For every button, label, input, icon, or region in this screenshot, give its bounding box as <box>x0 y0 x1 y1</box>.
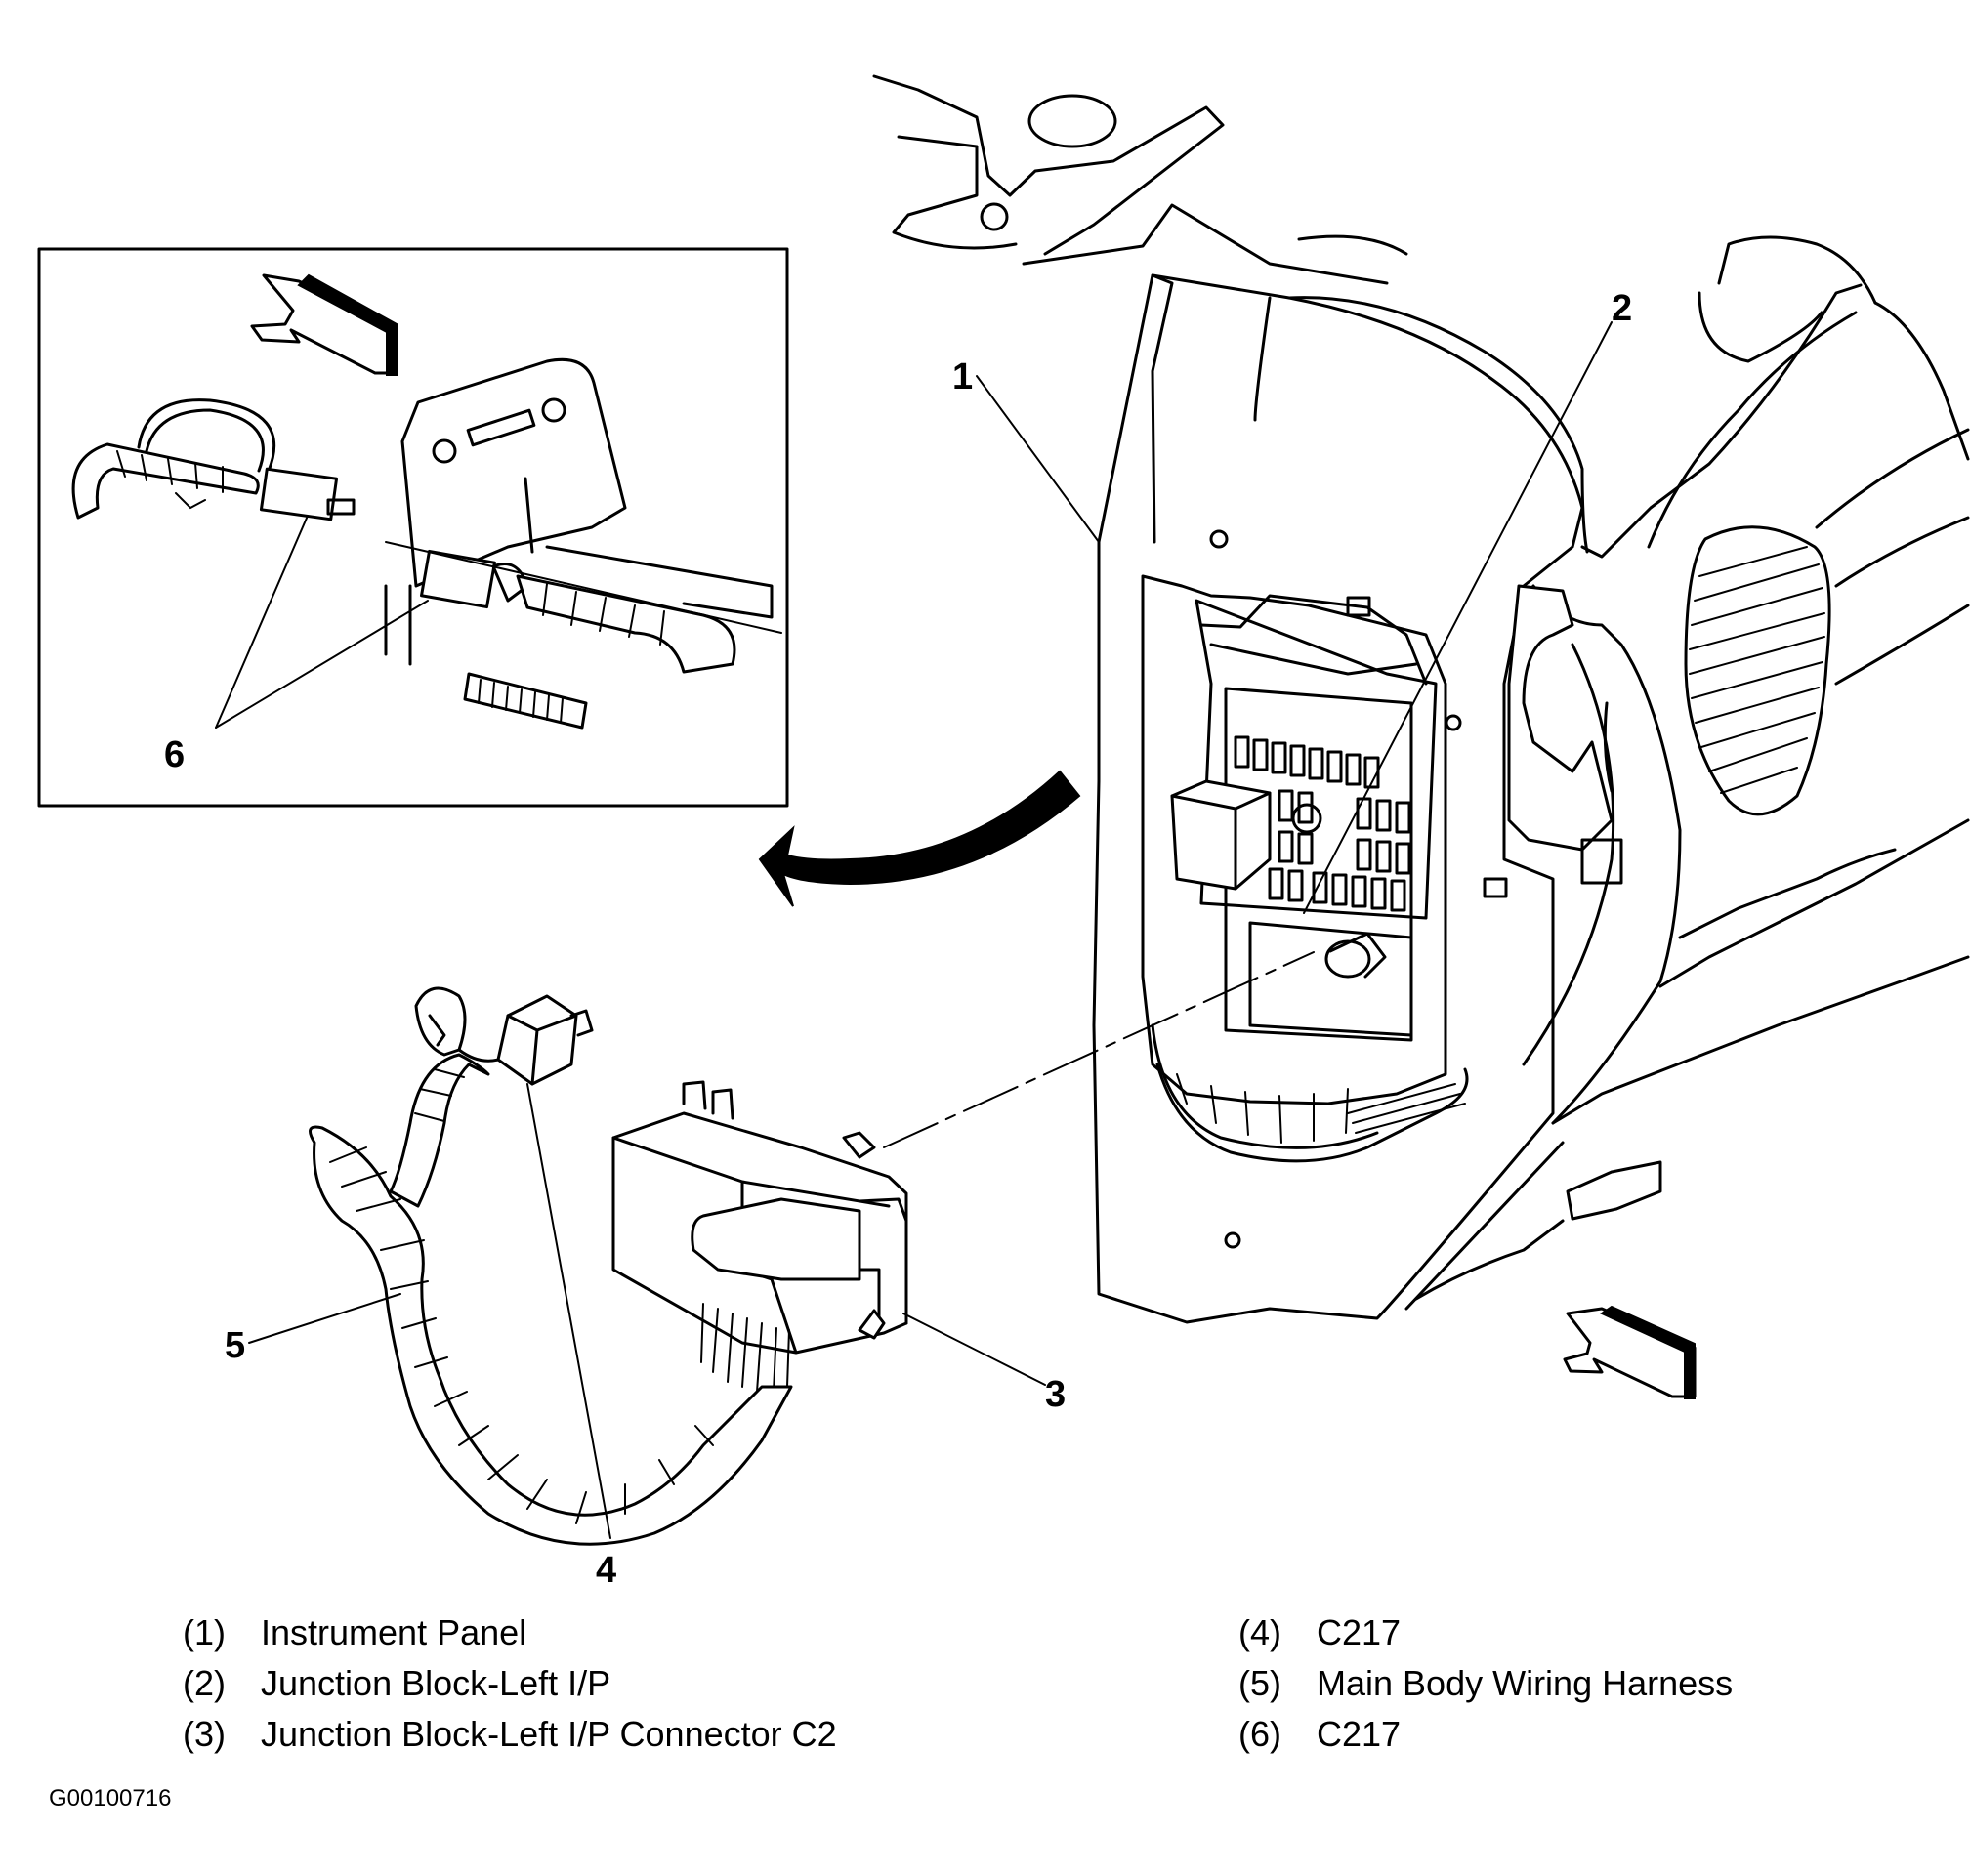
legend-number: (4) <box>1238 1612 1281 1652</box>
junction-block <box>1170 594 1438 1042</box>
main-view-arrow <box>1563 1305 1697 1399</box>
inset-frame <box>37 247 789 808</box>
figure-id: G00100716 <box>49 1785 172 1812</box>
detail-inset: 6 <box>37 247 789 808</box>
air-vent <box>1684 525 1831 816</box>
leader-6b <box>215 600 429 729</box>
legend-item: (1) Instrument Panel <box>183 1607 837 1658</box>
connector-c2 <box>611 1080 908 1393</box>
legend-item: (2) Junction Block-Left I/P <box>183 1658 837 1709</box>
legend-text: Instrument Panel <box>261 1612 527 1652</box>
legend-right: (4) C217 (5) Main Body Wiring Harness (6… <box>1238 1607 1733 1760</box>
leader-3 <box>902 1313 1046 1386</box>
inset-harness <box>71 398 356 521</box>
legend-text: Main Body Wiring Harness <box>1317 1663 1734 1703</box>
legend-text: Junction Block-Left I/P Connector C2 <box>261 1714 837 1754</box>
legend-number: (5) <box>1238 1663 1281 1703</box>
legend-text: C217 <box>1317 1714 1402 1754</box>
main-body-harness <box>309 986 793 1546</box>
callout-2: 2 <box>1612 288 1632 329</box>
inset-connector <box>384 541 782 730</box>
legend-item: (6) C217 <box>1238 1709 1733 1760</box>
leader-5 <box>248 1293 401 1344</box>
leader-6a <box>215 515 309 729</box>
callout-4: 4 <box>596 1550 616 1591</box>
legend-number: (1) <box>183 1612 226 1652</box>
callout-5: 5 <box>225 1325 245 1366</box>
legend-left: (1) Instrument Panel (2) Junction Block-… <box>183 1607 837 1760</box>
legend-text: C217 <box>1317 1612 1402 1652</box>
zoom-arrow <box>758 770 1081 907</box>
legend-item: (5) Main Body Wiring Harness <box>1238 1658 1733 1709</box>
leader-1 <box>976 375 1100 543</box>
legend-text: Junction Block-Left I/P <box>261 1663 611 1703</box>
leader-2 <box>1303 321 1613 914</box>
legend-item: (4) C217 <box>1238 1607 1733 1658</box>
legend-item: (3) Junction Block-Left I/P Connector C2 <box>183 1709 837 1760</box>
callout-3: 3 <box>1045 1374 1066 1415</box>
callout-6: 6 <box>164 734 185 775</box>
inset-bracket <box>400 357 627 588</box>
alignment-line <box>883 951 1315 1148</box>
callout-1: 1 <box>952 356 973 397</box>
legend-number: (2) <box>183 1663 226 1703</box>
leader-4 <box>526 1083 611 1539</box>
inset-view-arrow <box>250 273 398 376</box>
fuse-array <box>1234 735 1411 912</box>
legend-number: (6) <box>1238 1714 1281 1754</box>
legend-number: (3) <box>183 1714 226 1754</box>
